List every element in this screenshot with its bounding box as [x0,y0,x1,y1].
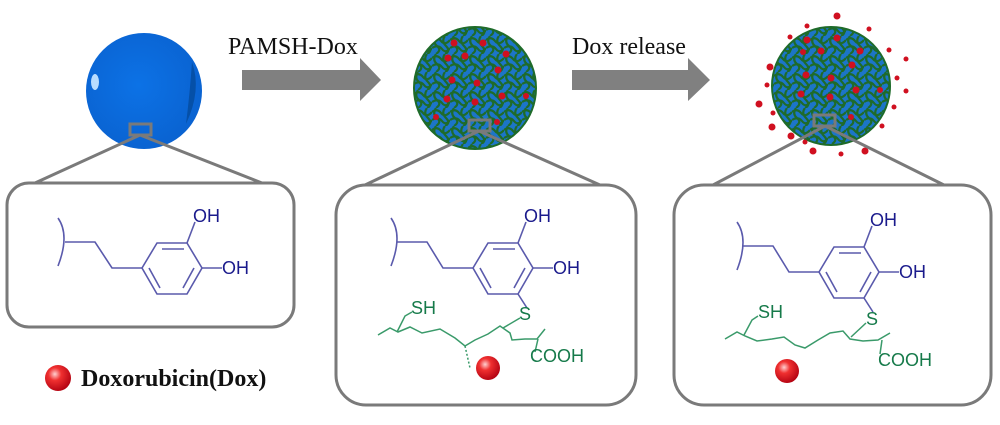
hydroxyl-right: OH [553,258,580,278]
zoom-lines [34,133,263,185]
dox-dots-inside [797,34,883,120]
dox-molecule-icon [775,359,799,383]
dox-dots [433,39,529,125]
catechol-structure [736,221,899,313]
hydroxyl-top: OH [870,210,897,230]
arrow-label-loading: PAMSH-Dox [228,34,358,60]
catechol-structure [57,217,222,295]
sulfur-label: S [519,304,531,324]
thiol-label: SH [758,302,783,322]
highlight [91,74,99,90]
polymer-sphere [771,26,891,146]
thiol-label: SH [411,298,436,318]
step-arrow-2: Dox release [572,34,710,101]
released-particle: OH OH SH S COOH [672,12,993,407]
right-arrow-icon [242,58,381,101]
legend: Doxorubicin(Dox) [45,365,266,392]
released-dox-dots [755,12,909,157]
polymer-sphere [413,26,537,150]
hydroxyl-top: OH [524,206,551,226]
zoom-lines [364,129,601,187]
right-arrow-icon [572,58,710,101]
polymer-chain [724,315,891,355]
hydroxyl-right: OH [222,258,249,278]
hydroxyl-top: OH [193,206,220,226]
shadow [186,62,196,124]
blue-sphere [86,33,202,149]
catechol-structure [390,217,553,309]
dox-legend-icon [45,365,71,391]
hydroxyl-right: OH [899,262,926,282]
step-arrow-1: PAMSH-Dox [228,34,381,101]
carboxyl-label: COOH [530,346,584,366]
dox-molecule-icon [476,356,500,380]
polymer-chain [377,311,546,369]
sulfur-label: S [866,309,878,329]
molecule-panel [334,183,638,407]
legend-label: Doxorubicin(Dox) [81,366,266,392]
zoom-lines [712,124,945,187]
bare-particle: OH OH [5,33,296,329]
loaded-particle: OH OH SH S COOH [334,26,638,407]
carboxyl-label: COOH [878,350,932,370]
arrow-label-release: Dox release [572,34,686,60]
